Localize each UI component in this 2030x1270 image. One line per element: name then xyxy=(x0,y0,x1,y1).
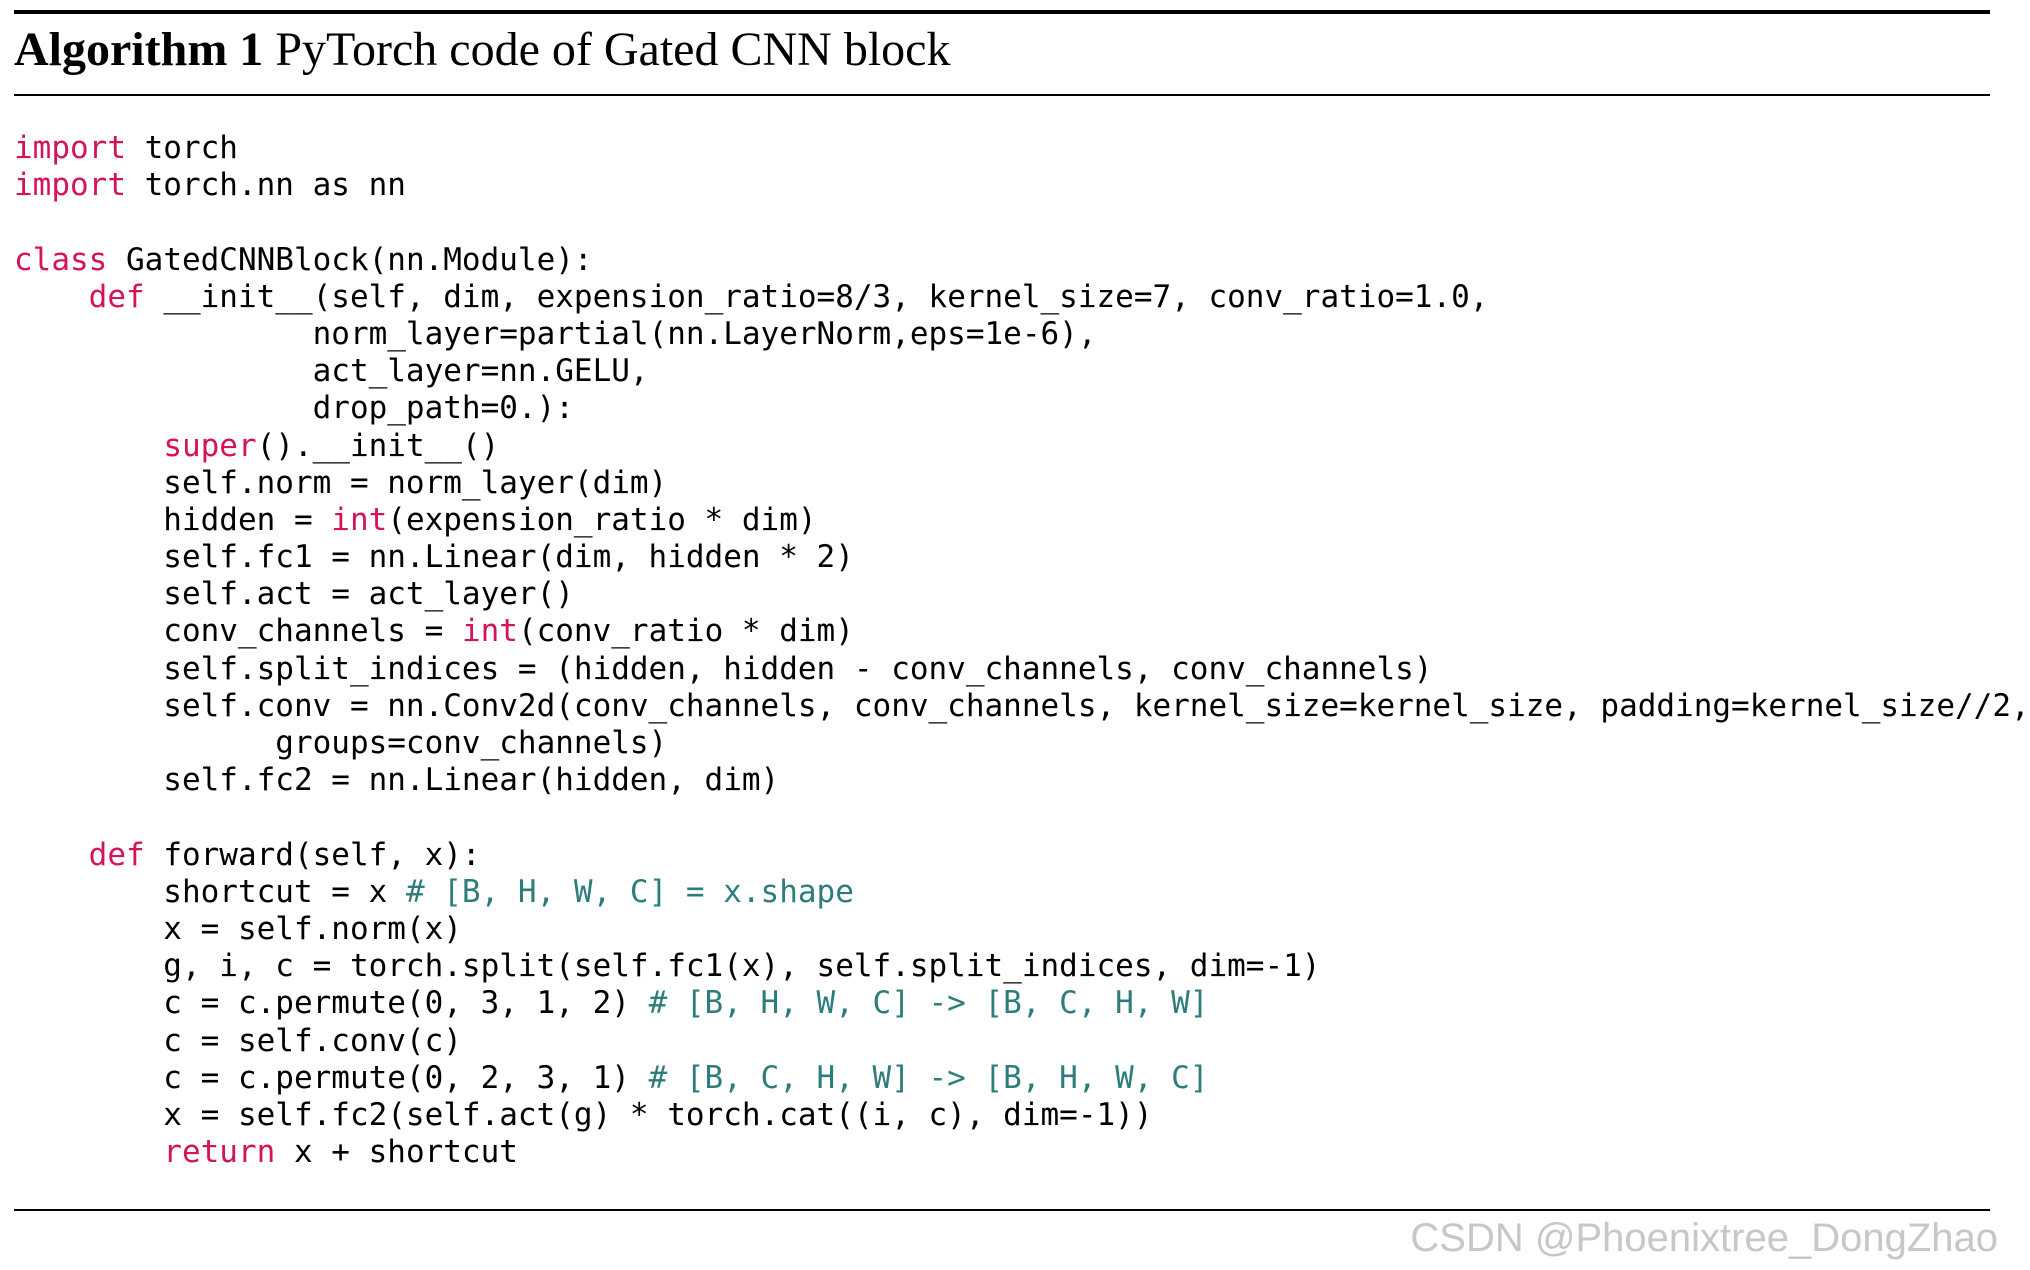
top-rule xyxy=(14,10,1990,14)
code-text: groups=conv_channels) xyxy=(14,725,668,761)
code-text: ().__init__() xyxy=(256,427,500,464)
code-line: c = c.permute(0, 3, 1, 2) # [B, H, W, C]… xyxy=(14,985,1990,1022)
code-line: shortcut = x # [B, H, W, C] = x.shape xyxy=(14,874,1990,911)
code-line: g, i, c = torch.split(self.fc1(x), self.… xyxy=(14,948,1990,985)
code-text: self.act = act_layer() xyxy=(14,576,574,613)
code-line: conv_channels = int(conv_ratio * dim) xyxy=(14,613,1990,650)
code-line: self.fc2 = nn.Linear(hidden, dim) xyxy=(14,762,1990,799)
code-line: groups=conv_channels) xyxy=(14,725,1990,762)
code-line: import torch xyxy=(14,130,1990,167)
code-line: self.act = act_layer() xyxy=(14,576,1990,613)
code-line: drop_path=0.): xyxy=(14,390,1990,427)
code-text: c = c.permute(0, 3, 1, 2) xyxy=(14,985,649,1022)
code-text: torch xyxy=(125,130,238,166)
code-line: act_layer=nn.GELU, xyxy=(14,353,1990,390)
code-text: (conv_ratio * dim) xyxy=(517,613,854,650)
algorithm-label: Algorithm 1 xyxy=(14,23,264,76)
code-keyword: int xyxy=(461,613,518,650)
code-line: c = self.conv(c) xyxy=(14,1023,1990,1060)
code-line: self.conv = nn.Conv2d(conv_channels, con… xyxy=(14,688,2029,725)
code-text: hidden = xyxy=(14,501,332,538)
code-text: g, i, c = torch.split(self.fc1(x), self.… xyxy=(14,948,1321,985)
code-comment: # [B, H, W, C] = x.shape xyxy=(405,873,854,910)
code-text xyxy=(14,279,89,315)
algorithm-title: PyTorch code of Gated CNN block xyxy=(275,23,951,76)
bottom-rule xyxy=(14,1209,1990,1212)
code-line xyxy=(14,204,1990,241)
code-text: act_layer=nn.GELU, xyxy=(14,353,649,390)
code-line: self.split_indices = (hidden, hidden - c… xyxy=(14,651,1990,688)
code-line: def __init__(self, dim, expension_ratio=… xyxy=(14,279,1990,316)
code-text: self.norm = norm_layer(dim) xyxy=(14,464,668,501)
code-comment: # [B, C, H, W] -> [B, H, W, C] xyxy=(648,1059,1209,1096)
code-text: drop_path=0.): xyxy=(14,390,574,427)
code-line: class GatedCNNBlock(nn.Module): xyxy=(14,242,1990,279)
algorithm-caption: Algorithm 1 PyTorch code of Gated CNN bl… xyxy=(14,22,1990,78)
code-text xyxy=(14,428,163,464)
code-text: self.fc2 = nn.Linear(hidden, dim) xyxy=(14,762,780,799)
code-text: (expension_ratio * dim) xyxy=(387,501,817,538)
code-text: x = self.norm(x) xyxy=(14,910,462,947)
code-line: return x + shortcut xyxy=(14,1134,1990,1171)
code-line: x = self.norm(x) xyxy=(14,911,1990,948)
code-text: torch.nn as nn xyxy=(125,167,406,204)
code-text: c = self.conv(c) xyxy=(14,1022,462,1059)
code-text: self.split_indices = (hidden, hidden - c… xyxy=(14,650,1433,687)
code-line: hidden = int(expension_ratio * dim) xyxy=(14,502,1990,539)
code-line: super().__init__() xyxy=(14,428,1990,465)
code-line: self.norm = norm_layer(dim) xyxy=(14,465,1990,502)
code-text xyxy=(14,1134,163,1170)
code-keyword: import xyxy=(14,167,126,204)
code-text: conv_channels = xyxy=(14,613,462,650)
code-keyword: return xyxy=(163,1134,276,1171)
code-text: __init__(self, dim, expension_ratio=8/3,… xyxy=(144,278,1489,315)
code-text: self.fc1 = nn.Linear(dim, hidden * 2) xyxy=(14,539,854,576)
code-keyword: def xyxy=(88,836,145,873)
code-text: norm_layer=partial(nn.LayerNorm,eps=1e-6… xyxy=(14,315,1097,352)
code-line: norm_layer=partial(nn.LayerNorm,eps=1e-6… xyxy=(14,316,1990,353)
caption-rule xyxy=(14,94,1990,96)
code-line: x = self.fc2(self.act(g) * torch.cat((i,… xyxy=(14,1097,1990,1134)
code-keyword: class xyxy=(14,241,108,278)
code-text: GatedCNNBlock(nn.Module): xyxy=(107,241,593,278)
code-line: def forward(self, x): xyxy=(14,837,1990,874)
watermark: CSDN @Phoenixtree_DongZhao xyxy=(1410,1216,1998,1260)
code-text: x + shortcut xyxy=(275,1134,518,1171)
code-keyword: int xyxy=(331,501,388,538)
code-keyword: import xyxy=(14,130,126,166)
code-text: shortcut = x xyxy=(14,873,406,910)
code-text: forward(self, x): xyxy=(144,836,481,873)
code-text xyxy=(14,837,89,873)
code-line: c = c.permute(0, 2, 3, 1) # [B, C, H, W]… xyxy=(14,1060,1990,1097)
algorithm-block: Algorithm 1 PyTorch code of Gated CNN bl… xyxy=(14,0,2030,1212)
code-comment: # [B, H, W, C] -> [B, C, H, W] xyxy=(648,985,1209,1022)
code-text: self.conv = nn.Conv2d(conv_channels, con… xyxy=(14,687,2030,724)
code-line xyxy=(14,799,1990,836)
code-keyword: super xyxy=(163,427,257,464)
code-text: c = c.permute(0, 2, 3, 1) xyxy=(14,1059,649,1096)
code-text: x = self.fc2(self.act(g) * torch.cat((i,… xyxy=(14,1096,1153,1133)
code-line: self.fc1 = nn.Linear(dim, hidden * 2) xyxy=(14,539,1990,576)
code-line: import torch.nn as nn xyxy=(14,167,1990,204)
code-keyword: def xyxy=(88,278,145,315)
